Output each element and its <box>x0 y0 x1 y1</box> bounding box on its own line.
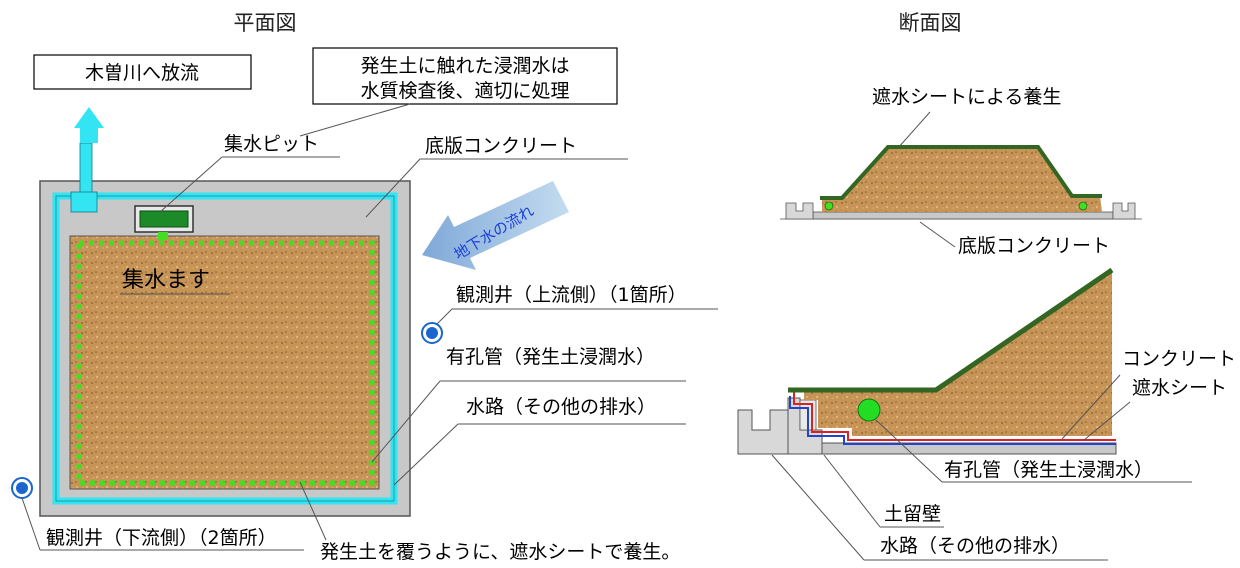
catch-basin-label: 集水ます <box>122 268 210 293</box>
up-arrow-icon <box>74 107 104 143</box>
sheet-blue <box>789 396 1116 445</box>
retaining-wall <box>737 409 789 455</box>
upper-soil-mound <box>822 147 1102 212</box>
channel-label: 水路（その他の排水） <box>466 396 656 418</box>
discharge-label: 木曽川へ放流 <box>85 62 199 84</box>
note-line1: 発生土に触れた浸潤水は <box>360 55 569 77</box>
perforated-pipe-label: 有孔管（発生土浸潤水） <box>446 346 655 368</box>
slab-label: 底版コンクリート <box>425 135 577 157</box>
note-box <box>312 47 618 105</box>
discharge-box <box>33 54 252 90</box>
plan-title: 平面図 <box>234 11 297 35</box>
well-upstream-label: 観測井（上流側）（1箇所） <box>456 284 687 306</box>
soil-area <box>69 235 380 490</box>
sheet-red <box>793 392 1116 441</box>
section-title: 断面図 <box>899 11 962 35</box>
well-downstream-label: 観測井（下流側）（2箇所） <box>46 527 277 549</box>
pit-box <box>70 191 98 213</box>
discharge-pipe <box>79 142 93 196</box>
upper-slab-label: 底版コンクリート <box>958 235 1110 257</box>
lower-soil <box>804 272 1112 436</box>
groundwater-flow-arrow: 地下水の流れ <box>422 181 569 270</box>
lower-channel-label: 水路（その他の排水） <box>880 535 1070 557</box>
lower-sheet-cover <box>788 267 1114 393</box>
concrete-label: コンクリート <box>1122 348 1236 370</box>
pit-label: 集水ピット <box>224 133 319 155</box>
note-line2: 水質検査後、適切に処理 <box>360 80 569 102</box>
lower-perforated-pipe <box>857 398 881 422</box>
note-leader <box>299 103 411 137</box>
perforated-pipe <box>76 240 375 486</box>
cover-note: 発生土を覆うように、遮水シートで養生。 <box>320 541 680 563</box>
upper-slab <box>812 211 1114 220</box>
upper-sheet <box>820 145 1102 200</box>
lower-pipe-label: 有孔管（発生土浸潤水） <box>944 459 1153 481</box>
retaining-wall-label: 土留壁 <box>884 503 941 525</box>
sheet-cover-label: 遮水シートによる養生 <box>872 86 1061 108</box>
sheet-label: 遮水シート <box>1132 377 1227 399</box>
